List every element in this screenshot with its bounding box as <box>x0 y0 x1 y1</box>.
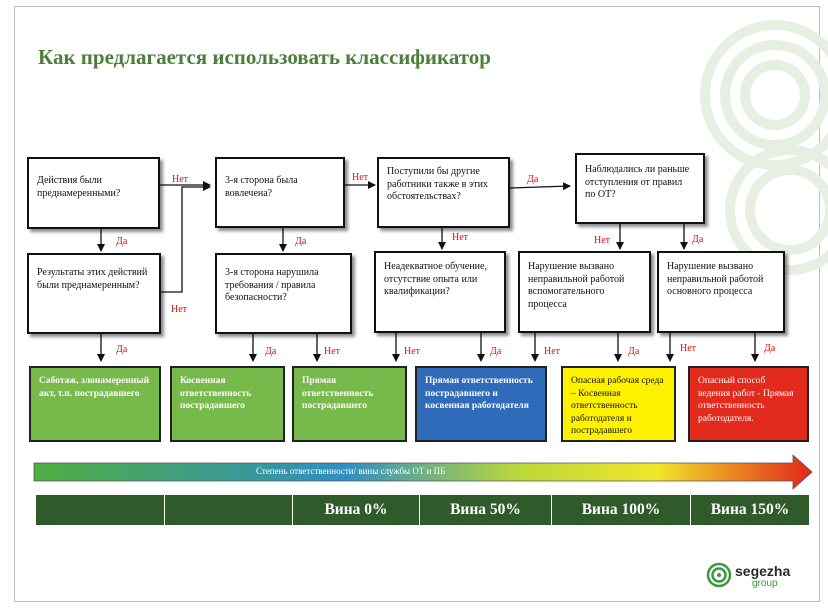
decision-box-main-process: Нарушение вызвано неправильной работой о… <box>657 251 785 333</box>
label-yes-q9: Да <box>764 343 776 354</box>
result-hazardous-environment: Опасная рабочая среда – Косвенная ответс… <box>561 366 676 442</box>
label-yes-q4: Да <box>265 346 277 357</box>
label-no-q4: Нет <box>324 346 341 357</box>
logo-sub: group <box>752 578 778 589</box>
decision-box-other-workers: Поступили бы другие работники также в эт… <box>377 157 510 228</box>
guilt-cell-100-percent: Вина 100% <box>552 495 691 525</box>
guilt-cell-150-percent: Вина 150% <box>691 495 809 525</box>
label-yes-q3: Да <box>295 236 307 247</box>
guilt-cell-2 <box>165 495 293 525</box>
label-yes-q7: Да <box>692 234 704 245</box>
label-yes-q8: Да <box>628 346 640 357</box>
label-no-q2: Нет <box>171 304 188 315</box>
decision-box-intentional: Действия были преднамеренными? <box>27 157 160 229</box>
decision-box-intended-result: Результаты этих действий были преднамере… <box>27 253 161 334</box>
decision-box-third-party-involved: 3-я сторона была вовлечена? <box>215 157 345 228</box>
page-title: Как предлагается использовать классифика… <box>38 45 491 69</box>
decision-box-previous-violations: Наблюдались ли раньше отступления от пра… <box>575 153 705 224</box>
label-no-q7: Нет <box>594 235 611 246</box>
guilt-cell-1 <box>36 495 165 525</box>
guilt-scale-row: Вина 0% Вина 50% Вина 100% Вина 150% <box>36 495 809 525</box>
label-no-q9: Нет <box>680 343 697 354</box>
label-no-q3: Нет <box>352 172 369 183</box>
decision-box-third-party-violation: 3-я сторона нарушила требования / правил… <box>215 253 352 334</box>
scale-label: Степень ответственности/ вины службы ОТ … <box>256 466 446 476</box>
label-yes-q6: Да <box>490 346 502 357</box>
result-hazardous-method: Опасный способ ведения работ - Прямая от… <box>688 366 809 442</box>
label-no-q8: Нет <box>544 346 561 357</box>
label-no-q1: Нет <box>172 174 189 185</box>
guilt-cell-50-percent: Вина 50% <box>420 495 552 525</box>
responsibility-scale-arrow <box>33 454 813 490</box>
label-yes-q1: Да <box>116 236 128 247</box>
segezha-logo-icon <box>706 562 732 588</box>
result-sabotage: Саботаж, злонамеренный акт, т.п. пострад… <box>29 366 161 442</box>
decision-box-support-process: Нарушение вызвано неправильной работой в… <box>518 251 651 333</box>
result-indirect-victim: Косвенная ответственность пострадавшего <box>170 366 285 442</box>
label-no-q5: Нет <box>452 232 469 243</box>
decision-box-inadequate-training: Неадекватное обучение, отсутствие опыта … <box>374 251 506 333</box>
logo-name: segezha <box>735 563 791 579</box>
label-no-q6: Нет <box>404 346 421 357</box>
label-yes-q5: Да <box>527 174 539 185</box>
result-direct-victim-indirect-employer: Прямая ответственность пострадавшего и к… <box>415 366 547 442</box>
label-yes-q2: Да <box>116 344 128 355</box>
guilt-cell-0-percent: Вина 0% <box>293 495 420 525</box>
result-direct-victim: Прямая ответственность пострадавшего <box>292 366 407 442</box>
